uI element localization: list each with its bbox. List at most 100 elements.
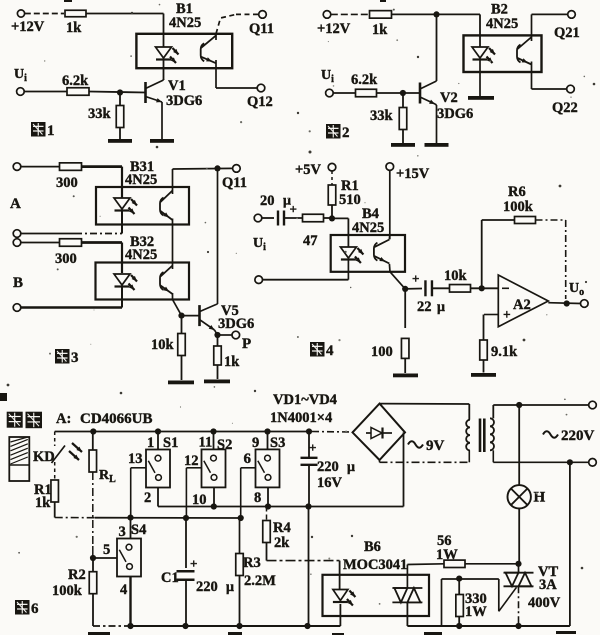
svg-text:4: 4 <box>120 582 127 598</box>
svg-text:1: 1 <box>47 123 55 139</box>
svg-text:RL: RL <box>99 468 116 485</box>
svg-text:B2: B2 <box>491 2 508 18</box>
svg-text:33k: 33k <box>88 106 112 122</box>
svg-text:Q12: Q12 <box>247 94 273 110</box>
svg-text:+: + <box>412 271 419 286</box>
svg-text:S2: S2 <box>217 437 232 453</box>
svg-text:Q11: Q11 <box>222 175 247 191</box>
svg-text:S3: S3 <box>270 435 285 451</box>
svg-text:2: 2 <box>342 125 350 141</box>
svg-text:1N4001×4: 1N4001×4 <box>270 410 332 426</box>
svg-text:VT: VT <box>538 564 558 580</box>
svg-text:B32: B32 <box>130 234 154 250</box>
svg-text:+: + <box>190 556 197 571</box>
svg-text:10k: 10k <box>151 337 175 353</box>
svg-text:H: H <box>534 490 546 506</box>
svg-text:6.2k: 6.2k <box>351 72 378 88</box>
svg-text:Q11: Q11 <box>249 21 274 37</box>
svg-text:100: 100 <box>371 344 393 360</box>
svg-text:12: 12 <box>184 453 199 469</box>
svg-text:4N25: 4N25 <box>125 247 157 263</box>
svg-text:μ: μ <box>226 580 234 595</box>
svg-text:300: 300 <box>56 175 78 191</box>
svg-text:9V: 9V <box>426 438 445 454</box>
svg-text:Q21: Q21 <box>554 25 580 41</box>
svg-text:MOC3041: MOC3041 <box>343 557 407 573</box>
svg-text:R1: R1 <box>341 178 359 194</box>
svg-text:1k: 1k <box>372 22 388 38</box>
svg-text:A: A <box>10 196 21 212</box>
svg-text:B31: B31 <box>130 159 154 175</box>
svg-text:6.2k: 6.2k <box>62 73 89 89</box>
svg-text:220: 220 <box>196 579 218 595</box>
svg-text:P: P <box>242 336 251 352</box>
svg-text:C1: C1 <box>161 570 179 586</box>
svg-text:μ: μ <box>437 300 445 315</box>
svg-text:13: 13 <box>128 451 143 467</box>
svg-text:510: 510 <box>339 192 361 208</box>
svg-text:B4: B4 <box>362 206 379 222</box>
svg-text:3DG6: 3DG6 <box>166 93 202 109</box>
svg-text:10k: 10k <box>444 268 468 284</box>
svg-text:R3: R3 <box>243 555 261 571</box>
svg-text:Ui: Ui <box>253 236 266 253</box>
svg-text:2.2M: 2.2M <box>244 573 276 589</box>
svg-text:3DG6: 3DG6 <box>218 316 254 332</box>
svg-text:2: 2 <box>144 490 151 506</box>
svg-text:KD: KD <box>33 449 55 465</box>
svg-text:100k: 100k <box>52 583 83 599</box>
svg-text:+15V: +15V <box>396 166 430 182</box>
svg-text:220: 220 <box>317 459 339 475</box>
svg-text:+: + <box>503 307 511 322</box>
svg-text:6: 6 <box>31 601 39 617</box>
svg-text:220V: 220V <box>561 428 595 444</box>
svg-text:Ui: Ui <box>14 67 27 84</box>
svg-text:6: 6 <box>244 451 252 467</box>
svg-text:R2: R2 <box>68 567 86 583</box>
svg-text:100k: 100k <box>503 199 534 215</box>
svg-text:B1: B1 <box>176 1 193 17</box>
svg-text:1: 1 <box>147 435 154 451</box>
svg-text:V1: V1 <box>168 78 186 94</box>
svg-text:V2: V2 <box>440 90 458 106</box>
svg-text:9: 9 <box>252 435 259 451</box>
svg-text:4N25: 4N25 <box>486 16 518 32</box>
svg-text:1W: 1W <box>465 604 487 620</box>
svg-text:33k: 33k <box>370 108 394 124</box>
svg-text:R6: R6 <box>508 184 526 200</box>
svg-text:4N25: 4N25 <box>169 15 201 31</box>
svg-text:+: + <box>290 202 297 217</box>
svg-text:56: 56 <box>437 533 452 549</box>
svg-text:VD1~VD4: VD1~VD4 <box>273 392 337 408</box>
svg-text:R1: R1 <box>34 482 52 498</box>
svg-text:400V: 400V <box>528 595 561 611</box>
svg-text:S1: S1 <box>163 435 178 451</box>
svg-text:22: 22 <box>417 299 432 315</box>
svg-text:A:: A: <box>56 411 71 427</box>
svg-text:3: 3 <box>119 524 126 540</box>
svg-text:3: 3 <box>71 350 79 366</box>
svg-text:3DG6: 3DG6 <box>437 106 473 122</box>
svg-text:μ: μ <box>347 460 355 475</box>
svg-text:16V: 16V <box>317 475 343 491</box>
svg-text:+5V: +5V <box>295 162 322 178</box>
svg-text:9.1k: 9.1k <box>491 344 518 360</box>
svg-text:3A: 3A <box>539 577 557 593</box>
svg-text:4N25: 4N25 <box>125 172 157 188</box>
svg-text:A2: A2 <box>513 297 531 313</box>
svg-text:+12V: +12V <box>317 21 351 37</box>
svg-text:S4: S4 <box>131 522 146 538</box>
svg-text:2k: 2k <box>274 535 290 551</box>
svg-text:B6: B6 <box>364 539 381 555</box>
svg-text:V5: V5 <box>221 303 239 319</box>
svg-text:R4: R4 <box>273 520 291 536</box>
svg-text:+12V: +12V <box>11 19 45 35</box>
svg-text:10: 10 <box>192 492 207 508</box>
svg-text:8: 8 <box>254 490 261 506</box>
svg-text:B: B <box>13 275 23 291</box>
svg-text:1k: 1k <box>66 20 82 36</box>
svg-text:330: 330 <box>465 591 487 607</box>
svg-text:1W: 1W <box>436 547 458 563</box>
svg-text:4: 4 <box>326 343 334 359</box>
svg-text:1k: 1k <box>35 495 51 511</box>
